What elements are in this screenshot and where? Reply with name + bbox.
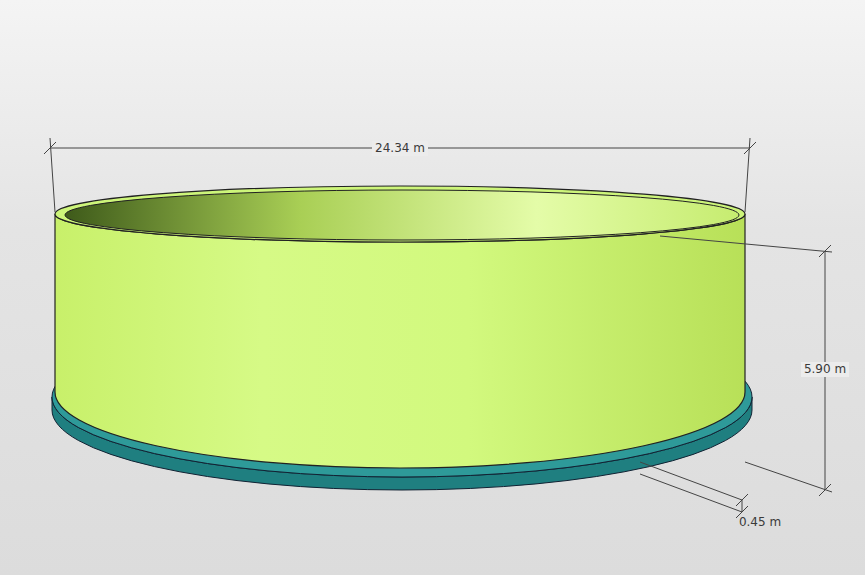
tank-wall bbox=[55, 186, 745, 468]
dimension-label: 0.45 m bbox=[736, 515, 784, 530]
dimension-label: 5.90 m bbox=[801, 362, 849, 377]
dimension-lines bbox=[44, 138, 832, 518]
dimension-label: 24.34 m bbox=[372, 141, 428, 156]
